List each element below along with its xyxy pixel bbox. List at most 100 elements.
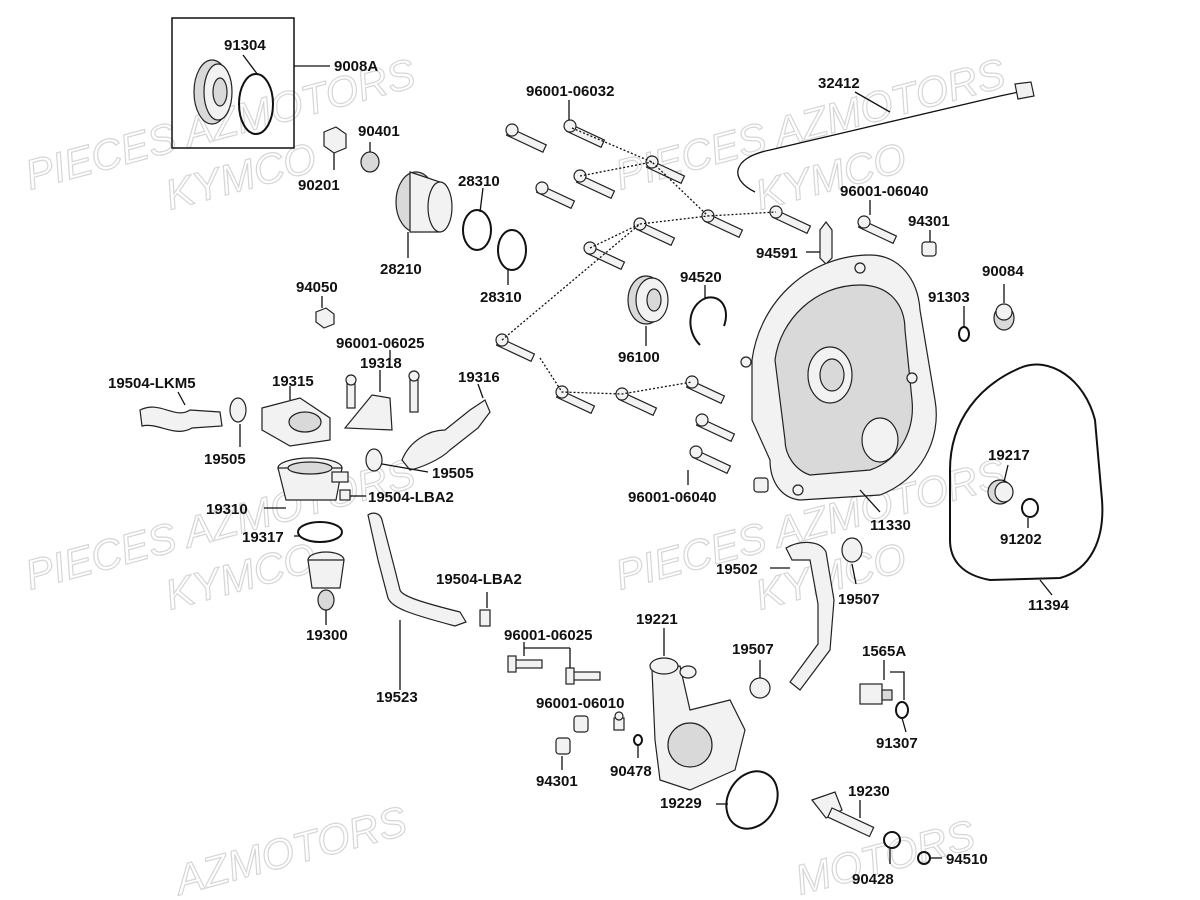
label-94510: 94510 — [946, 851, 988, 868]
o-ring-28310-a[interactable] — [462, 209, 492, 251]
thermostat-cover-19315[interactable] — [261, 397, 331, 447]
bolt[interactable] — [615, 387, 658, 417]
seal-91202[interactable] — [1021, 498, 1039, 518]
bolt-96001-06025-right[interactable] — [408, 370, 420, 413]
label-91303: 91303 — [928, 289, 970, 306]
clamp-19507-upper[interactable] — [841, 537, 863, 563]
oil-seal-91304[interactable] — [193, 59, 233, 125]
clamp-19504-LBA2-lower[interactable] — [479, 609, 491, 627]
label-96001-06040-top: 96001-06040 — [840, 183, 928, 200]
dowel-94301-top[interactable] — [921, 241, 937, 257]
circlip-94520[interactable] — [689, 296, 727, 346]
seal-19217[interactable] — [987, 479, 1014, 505]
label-91307: 91307 — [876, 735, 918, 752]
label-19315: 19315 — [272, 373, 314, 390]
water-pump-cover-19221[interactable] — [649, 657, 746, 791]
o-ring-19317[interactable] — [297, 521, 343, 543]
clamp-19507-lower[interactable] — [749, 677, 771, 699]
cable-32412[interactable] — [737, 89, 1029, 193]
label-19505-right: 19505 — [432, 465, 474, 482]
o-ring-28310-b[interactable] — [497, 229, 527, 271]
bolt[interactable] — [555, 385, 596, 415]
bolt[interactable] — [495, 333, 536, 363]
clamp-19505-left[interactable] — [229, 397, 247, 423]
o-ring-91307[interactable] — [895, 701, 909, 719]
bearing-96100[interactable] — [627, 275, 669, 325]
bolt[interactable] — [689, 445, 732, 475]
bolt[interactable] — [583, 241, 626, 271]
label-91304: 91304 — [224, 37, 266, 54]
gasket-11394[interactable] — [949, 363, 1104, 582]
label-90428: 90428 — [852, 871, 894, 888]
label-19316: 19316 — [458, 369, 500, 386]
label-94301-bottom: 94301 — [536, 773, 578, 790]
bracket-19318[interactable] — [343, 394, 393, 431]
label-94301-top: 94301 — [908, 213, 950, 230]
label-96001-06010: 96001-06010 — [536, 695, 624, 712]
pin-94591[interactable] — [819, 221, 833, 265]
bolt[interactable] — [685, 375, 726, 405]
bolt-96001-06025-pump-b[interactable] — [565, 667, 601, 685]
label-94520: 94520 — [680, 269, 722, 286]
cap-28210[interactable] — [395, 171, 453, 233]
hose-19523[interactable] — [367, 512, 467, 627]
part-labels: 91304 9008A 96001-06032 32412 90401 9020… — [108, 37, 1070, 888]
washer-90478[interactable] — [633, 734, 643, 746]
crankcase-cover-11330[interactable] — [740, 254, 937, 501]
label-1565A: 1565A — [862, 643, 906, 660]
bolt[interactable] — [573, 169, 616, 200]
bolt[interactable] — [505, 123, 548, 153]
bolt-96001-06010[interactable] — [613, 711, 625, 731]
label-19504-LBA2-lower: 19504-LBA2 — [436, 571, 522, 588]
clamp-19505-right[interactable] — [365, 448, 383, 472]
plug-90084[interactable] — [993, 303, 1015, 331]
label-19523: 19523 — [376, 689, 418, 706]
label-19504-LBA2-upper: 19504-LBA2 — [368, 489, 454, 506]
nut-94050[interactable] — [315, 307, 335, 329]
dowel-94301-pump-a[interactable] — [573, 715, 589, 733]
label-94050: 94050 — [296, 279, 338, 296]
label-91202: 91202 — [1000, 531, 1042, 548]
label-90401: 90401 — [358, 123, 400, 140]
label-96001-06025-top: 96001-06025 — [336, 335, 424, 352]
dowel-94301-pump-b[interactable] — [555, 737, 571, 755]
bolt-group-96001-06032 — [505, 100, 812, 271]
label-9008A: 9008A — [334, 58, 378, 75]
washer-90401[interactable] — [360, 151, 380, 173]
hose-19316[interactable] — [401, 399, 491, 471]
bolt-96001-06025-left[interactable] — [345, 374, 357, 409]
bolt[interactable] — [535, 181, 576, 210]
label-19229: 19229 — [660, 795, 702, 812]
dowel-94301-mid[interactable] — [753, 477, 769, 493]
label-19310: 19310 — [206, 501, 248, 518]
nut-90201[interactable] — [323, 126, 347, 154]
o-ring-91303[interactable] — [958, 326, 970, 342]
label-28210: 28210 — [380, 261, 422, 278]
bolt[interactable] — [695, 413, 736, 443]
impeller-shaft-19230[interactable] — [811, 791, 875, 838]
label-19221: 19221 — [636, 611, 678, 628]
label-19217: 19217 — [988, 447, 1030, 464]
label-11394: 11394 — [1028, 597, 1070, 614]
bolt[interactable] — [633, 217, 676, 247]
gasket-19229[interactable] — [716, 762, 788, 838]
washer-90428[interactable] — [883, 831, 901, 849]
thermostat-19300[interactable] — [307, 551, 345, 611]
label-96001-06025-pump: 96001-06025 — [504, 627, 592, 644]
watermark-text: AZMOTORS — [167, 797, 411, 900]
sensor-1565A[interactable] — [859, 683, 893, 705]
kit-box-frame — [171, 17, 295, 149]
thermostat-housing-19310[interactable] — [277, 457, 349, 501]
hose-19504-LKM5[interactable] — [139, 406, 223, 432]
o-ring-91304[interactable] — [238, 73, 274, 135]
hose-19502[interactable] — [785, 541, 835, 691]
label-90084: 90084 — [982, 263, 1024, 280]
label-19300: 19300 — [306, 627, 348, 644]
bolt-group-lower — [495, 223, 736, 485]
label-28310-b: 28310 — [480, 289, 522, 306]
clamp-19504-LBA2-upper[interactable] — [339, 489, 351, 501]
bolt-96001-06025-pump-a[interactable] — [507, 655, 543, 673]
bolt-96001-06040-top[interactable] — [857, 215, 898, 245]
